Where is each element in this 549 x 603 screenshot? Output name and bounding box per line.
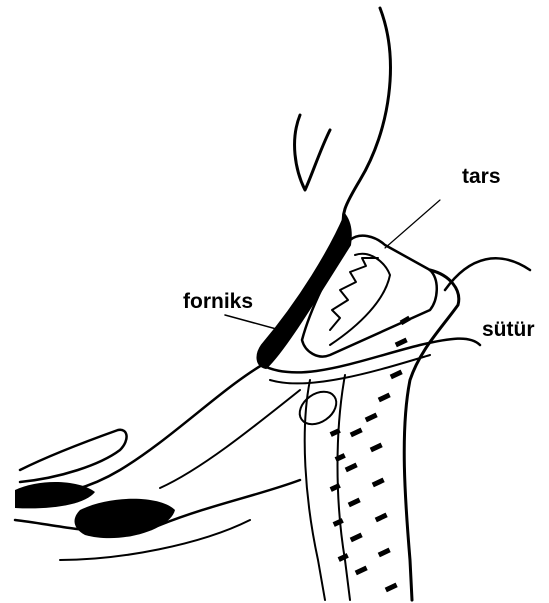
upper-lid-outline	[295, 115, 330, 190]
forniks-leader	[225, 315, 280, 330]
upper-globe-outline	[343, 8, 390, 230]
orbicularis-dashes	[330, 316, 411, 592]
suture-thread-lower	[270, 355, 430, 383]
label-forniks: forniks	[183, 291, 253, 312]
septum-line-lower	[160, 390, 300, 488]
tarsal-plate	[302, 236, 437, 357]
label-tars: tars	[462, 166, 501, 187]
label-sutur: sütür	[482, 319, 535, 340]
lid-front-edge	[404, 270, 459, 600]
septum-line	[20, 365, 262, 498]
muscle-ellipse	[294, 385, 343, 431]
tars-leader	[385, 200, 440, 248]
meibomian-glands	[330, 258, 378, 330]
conjunctiva-line	[305, 380, 325, 600]
